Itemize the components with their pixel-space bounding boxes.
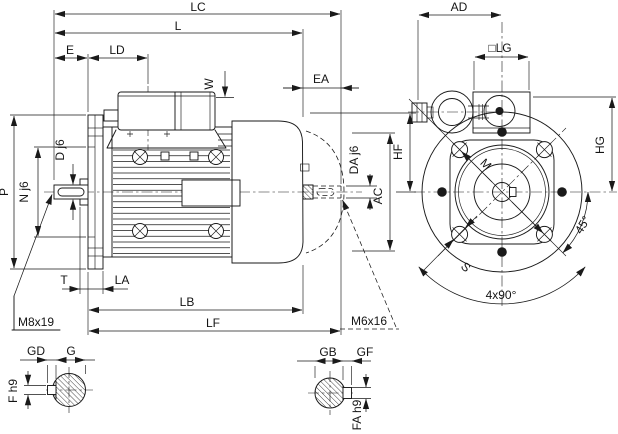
front-dimensions: AD □LG HG M 45° 4x90° S — [408, 0, 616, 305]
dim-label-ad: AD — [451, 0, 468, 14]
dim-label-lg: □LG — [488, 41, 511, 55]
dim-label-lf: LF — [206, 316, 220, 330]
frame-bolts — [132, 149, 224, 239]
spigot-circle — [454, 144, 550, 240]
m6-callout — [340, 199, 399, 330]
eyebolt — [408, 90, 497, 134]
mounting-holes — [437, 127, 567, 257]
bearing-boss-circle — [473, 163, 531, 221]
terminal-box — [103, 91, 216, 137]
rear-shaft-hidden — [302, 184, 342, 200]
shaft-section-da: GB GF FA h9 — [297, 345, 373, 430]
key-da — [342, 387, 352, 399]
terminal-box-front — [472, 91, 531, 134]
side-view: LC L E LD W EA P N j6 D j6 T LA LB LF M8… — [0, 0, 416, 335]
m8-callout — [11, 194, 61, 331]
dim-label-f: F h9 — [6, 379, 20, 403]
dim-label-gd: GD — [27, 344, 45, 358]
shaft-section-d: GD G F h9 — [6, 344, 95, 413]
gland-boss — [483, 95, 516, 127]
flange-front-view: AD □LG HG M 45° 4x90° S — [408, 0, 617, 306]
dim-label-4x90: 4x90° — [486, 288, 517, 302]
dim-label-e: E — [66, 43, 74, 57]
fan-cover-dome-hidden — [305, 130, 345, 254]
dim-label-hf: HF — [391, 144, 405, 160]
dim-label-gf: GF — [357, 345, 374, 359]
section-da-dimensions: GB GF FA h9 — [297, 345, 373, 430]
dim-label-45: 45° — [572, 213, 594, 236]
terminal-box-base — [106, 129, 227, 149]
dim-label-g: G — [66, 344, 75, 358]
side-dimensions: LC L E LD W EA P N j6 D j6 T LA LB LF M8… — [0, 0, 416, 335]
dim-label-hg: HG — [593, 136, 607, 154]
eyebolt-nut — [411, 102, 428, 123]
shaft-da-section — [314, 377, 346, 409]
dim-label-n: N j6 — [17, 181, 31, 203]
shaft-hole-keyway — [509, 187, 517, 197]
section-d-dimensions: GD G F h9 — [6, 344, 95, 409]
flange — [87, 114, 104, 270]
dim-label-m6: M6x16 — [351, 314, 387, 328]
drive-shaft — [53, 184, 89, 200]
dim-label-s: S — [458, 259, 474, 275]
dim-label-m8: M8x19 — [18, 315, 54, 329]
cable-entry-stub — [103, 109, 119, 122]
box-mount-marks — [127, 131, 170, 137]
nameplate — [181, 179, 241, 207]
dim-label-da: DA j6 — [347, 145, 361, 174]
dim-label-p: P — [0, 188, 11, 196]
dim-label-la: LA — [115, 273, 130, 287]
dim-label-lc: LC — [190, 0, 206, 14]
dim-label-ac: AC — [371, 187, 385, 204]
dim-label-l: L — [175, 19, 182, 33]
dim-label-ld: LD — [109, 43, 125, 57]
dim-label-d: D j6 — [53, 139, 67, 161]
key-d — [47, 385, 57, 395]
cooling-fins — [113, 149, 230, 254]
dim-label-t: T — [60, 273, 68, 287]
frame-silhouette — [449, 139, 555, 245]
dim-label-w: W — [202, 78, 216, 90]
dim-label-gb: GB — [319, 345, 336, 359]
grille-screw — [300, 163, 310, 172]
shaft-keyway — [57, 187, 85, 197]
shaft-d-section — [52, 373, 86, 407]
dim-label-fa: FA h9 — [350, 399, 364, 430]
dim-label-ea: EA — [313, 72, 329, 86]
dim-label-lb: LB — [180, 295, 195, 309]
